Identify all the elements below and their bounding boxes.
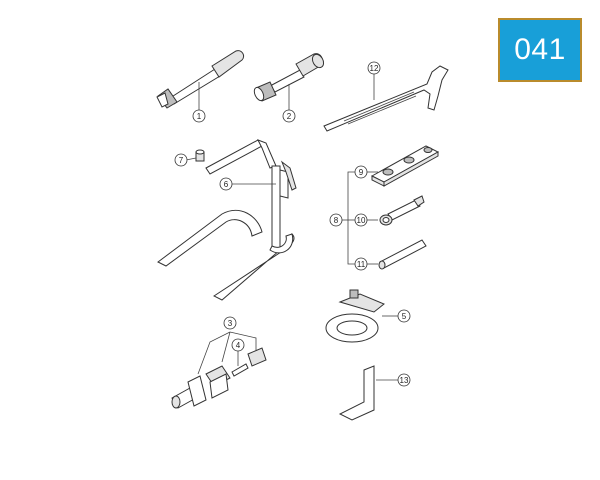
callout-5 xyxy=(397,309,411,323)
callout-4-label: 4 xyxy=(236,341,241,350)
callout-6-label: 6 xyxy=(224,180,229,189)
callout-1-label: 1 xyxy=(197,112,202,121)
part-13-l-bracket xyxy=(338,365,375,421)
part-11-pin xyxy=(378,239,427,270)
part-5-ring-holder xyxy=(325,289,385,343)
callout-8 xyxy=(329,213,343,227)
callout-7-label: 7 xyxy=(179,156,184,165)
callout-4 xyxy=(231,338,245,352)
page-code-badge: 041 xyxy=(498,18,582,82)
callout-2 xyxy=(282,109,296,123)
callout-13-label: 13 xyxy=(400,376,409,385)
part-12-fork-lever xyxy=(323,65,449,132)
callout-8-label: 8 xyxy=(334,216,339,225)
part-4-spring-pin xyxy=(231,363,249,377)
callout-10-label: 10 xyxy=(357,216,366,225)
callout-7 xyxy=(174,153,188,167)
callout-2-label: 2 xyxy=(287,112,292,121)
callout-1 xyxy=(192,109,206,123)
callout-6 xyxy=(219,177,233,191)
callout-3-label: 3 xyxy=(228,319,233,328)
callout-9-label: 9 xyxy=(359,168,364,177)
part-10-threaded-adapter xyxy=(379,195,425,226)
callout-5-label: 5 xyxy=(402,312,407,321)
part-9-plate xyxy=(370,145,440,187)
part-3-clamp-assembly xyxy=(171,347,267,409)
callout-12 xyxy=(367,61,381,75)
callout-13 xyxy=(397,373,411,387)
part-2-puller xyxy=(253,53,325,102)
callout-3 xyxy=(223,316,237,330)
part-7-bolt xyxy=(195,149,205,162)
callout-11-label: 11 xyxy=(357,260,366,269)
callout-12-label: 12 xyxy=(370,64,379,73)
part-6-stand-frame xyxy=(157,139,295,301)
part-1-socket-wrench xyxy=(156,50,245,109)
